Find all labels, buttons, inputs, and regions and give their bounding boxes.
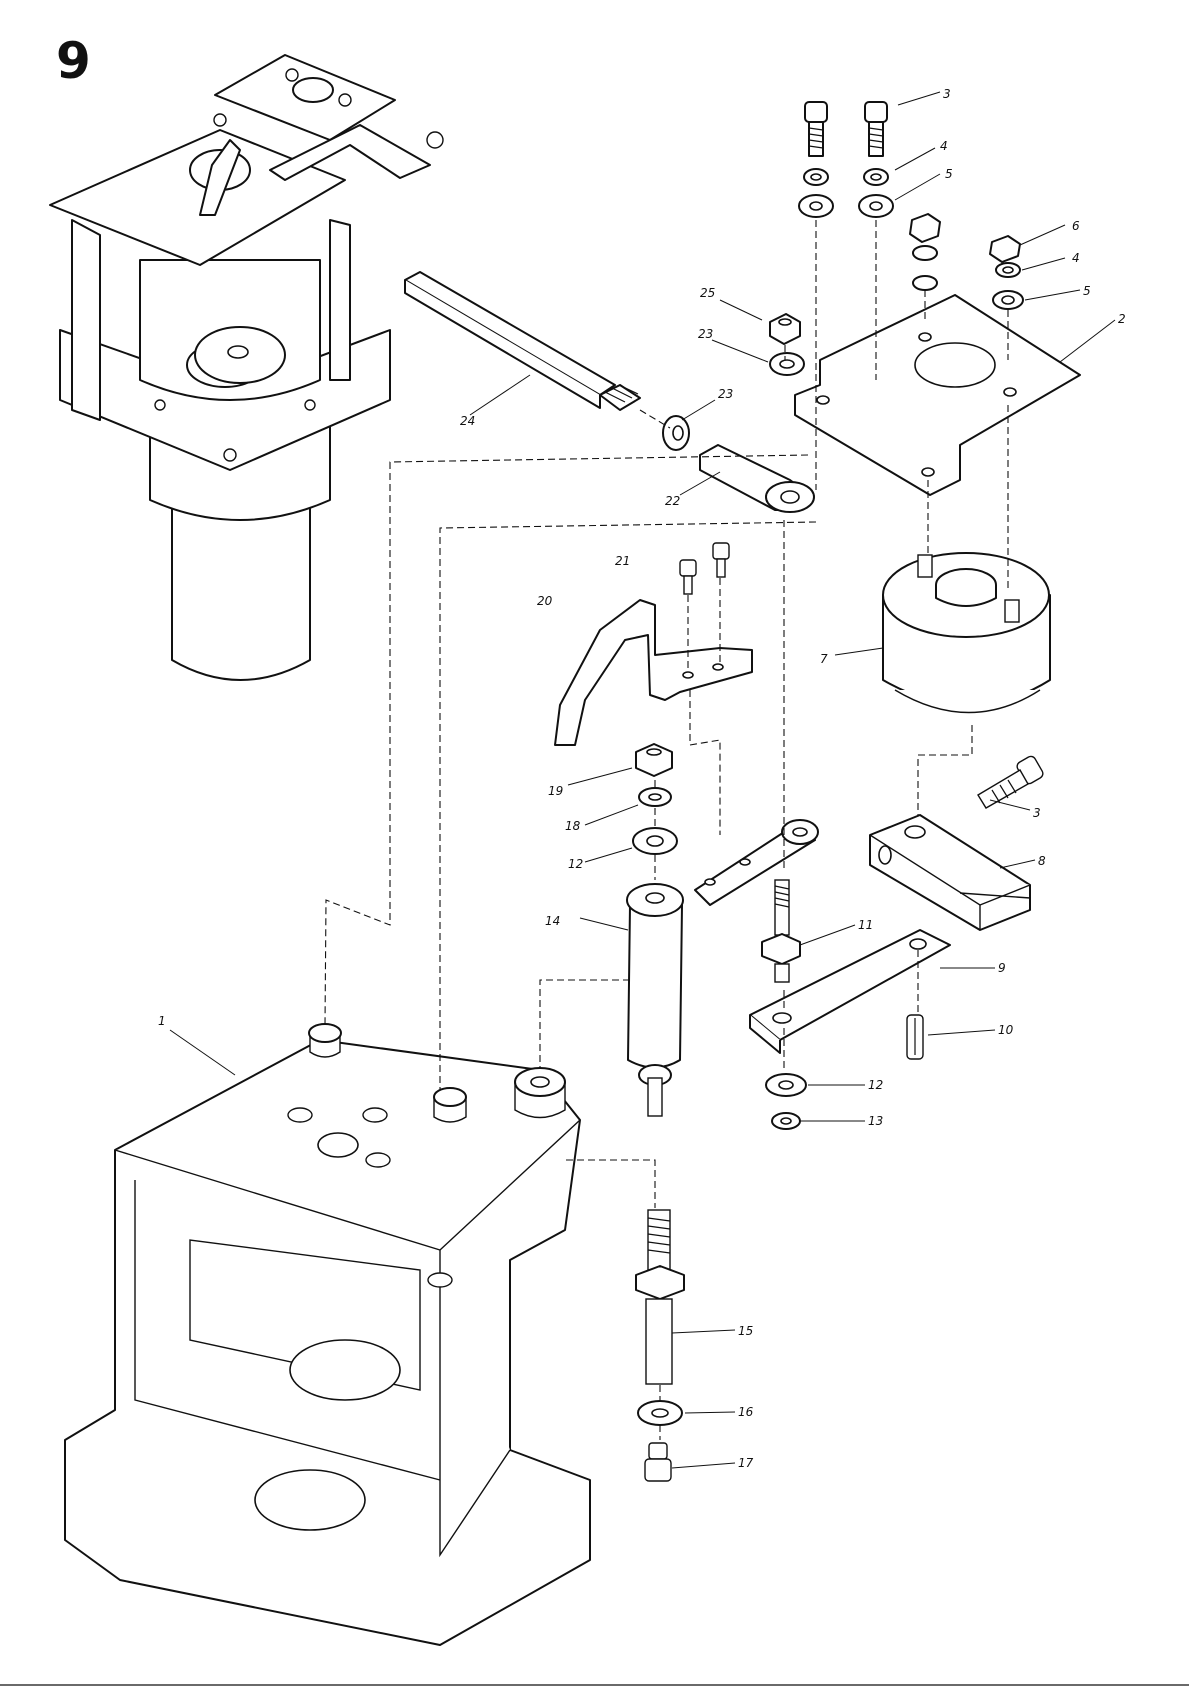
callout-3-top: 3 — [943, 87, 951, 101]
part-20-bracket — [555, 600, 752, 745]
callout-5-right: 5 — [1083, 284, 1091, 298]
part-4-lock-washers — [804, 169, 888, 185]
callout-17: 17 — [738, 1456, 754, 1470]
part-8-clamp-block — [870, 815, 1030, 930]
callout-23-mid: 23 — [718, 387, 733, 401]
callout-4-right: 4 — [1072, 251, 1080, 265]
part-24-rod — [405, 272, 640, 410]
callout-24: 24 — [460, 414, 475, 428]
part-3-cap-screw-center — [865, 102, 887, 156]
part-21-screws — [680, 543, 729, 594]
callout-19: 19 — [548, 784, 563, 798]
part-15-threaded-rod — [636, 1210, 684, 1384]
callout-11: 11 — [858, 918, 873, 932]
part-1-base-casting — [65, 1024, 590, 1645]
part-16-washer — [638, 1401, 682, 1425]
part-3-cap-screw-left — [805, 102, 827, 156]
part-6-hex-nut-stack — [910, 214, 1023, 309]
part-25-nut — [770, 314, 800, 344]
callout-4-top: 4 — [940, 139, 948, 153]
part-18-washer — [639, 788, 671, 806]
part-19-nut — [636, 744, 672, 776]
part-5-flat-washers — [799, 195, 893, 217]
part-23-washer-left — [663, 416, 689, 450]
callout-5-top: 5 — [945, 167, 953, 181]
callout-3-right: 3 — [1033, 806, 1041, 820]
callout-12-lower: 12 — [868, 1078, 883, 1092]
callout-14: 14 — [545, 914, 560, 928]
callout-12-upper: 12 — [568, 857, 583, 871]
part-23-washer-right — [770, 353, 804, 375]
part-12-washer-upper — [633, 828, 677, 854]
part-7-cylinder-unit — [883, 553, 1050, 713]
callout-7: 7 — [820, 652, 828, 666]
part-10-pin — [907, 1015, 923, 1059]
callout-15: 15 — [738, 1324, 753, 1338]
callout-18: 18 — [565, 819, 581, 833]
part-3-screw-right — [978, 755, 1045, 808]
assembled-unit-illustration — [50, 55, 443, 680]
callout-8: 8 — [1038, 854, 1046, 868]
callout-1: 1 — [158, 1014, 166, 1028]
part-2-mounting-plate — [795, 295, 1080, 495]
callout-21: 21 — [615, 554, 630, 568]
callout-13: 13 — [868, 1114, 883, 1128]
part-11-stud — [762, 880, 800, 982]
callout-9: 9 — [998, 961, 1006, 975]
callout-16: 16 — [738, 1405, 754, 1419]
callout-25: 25 — [700, 286, 715, 300]
part-17-screw — [645, 1443, 671, 1481]
part-13-lock-washer — [772, 1113, 800, 1129]
callout-2: 2 — [1118, 312, 1126, 326]
callout-6: 6 — [1072, 219, 1080, 233]
callout-23-top: 23 — [698, 327, 713, 341]
callout-20: 20 — [537, 594, 553, 608]
callout-22: 22 — [665, 494, 680, 508]
callout-10: 10 — [998, 1023, 1014, 1037]
part-12-washer-lower — [766, 1074, 806, 1096]
